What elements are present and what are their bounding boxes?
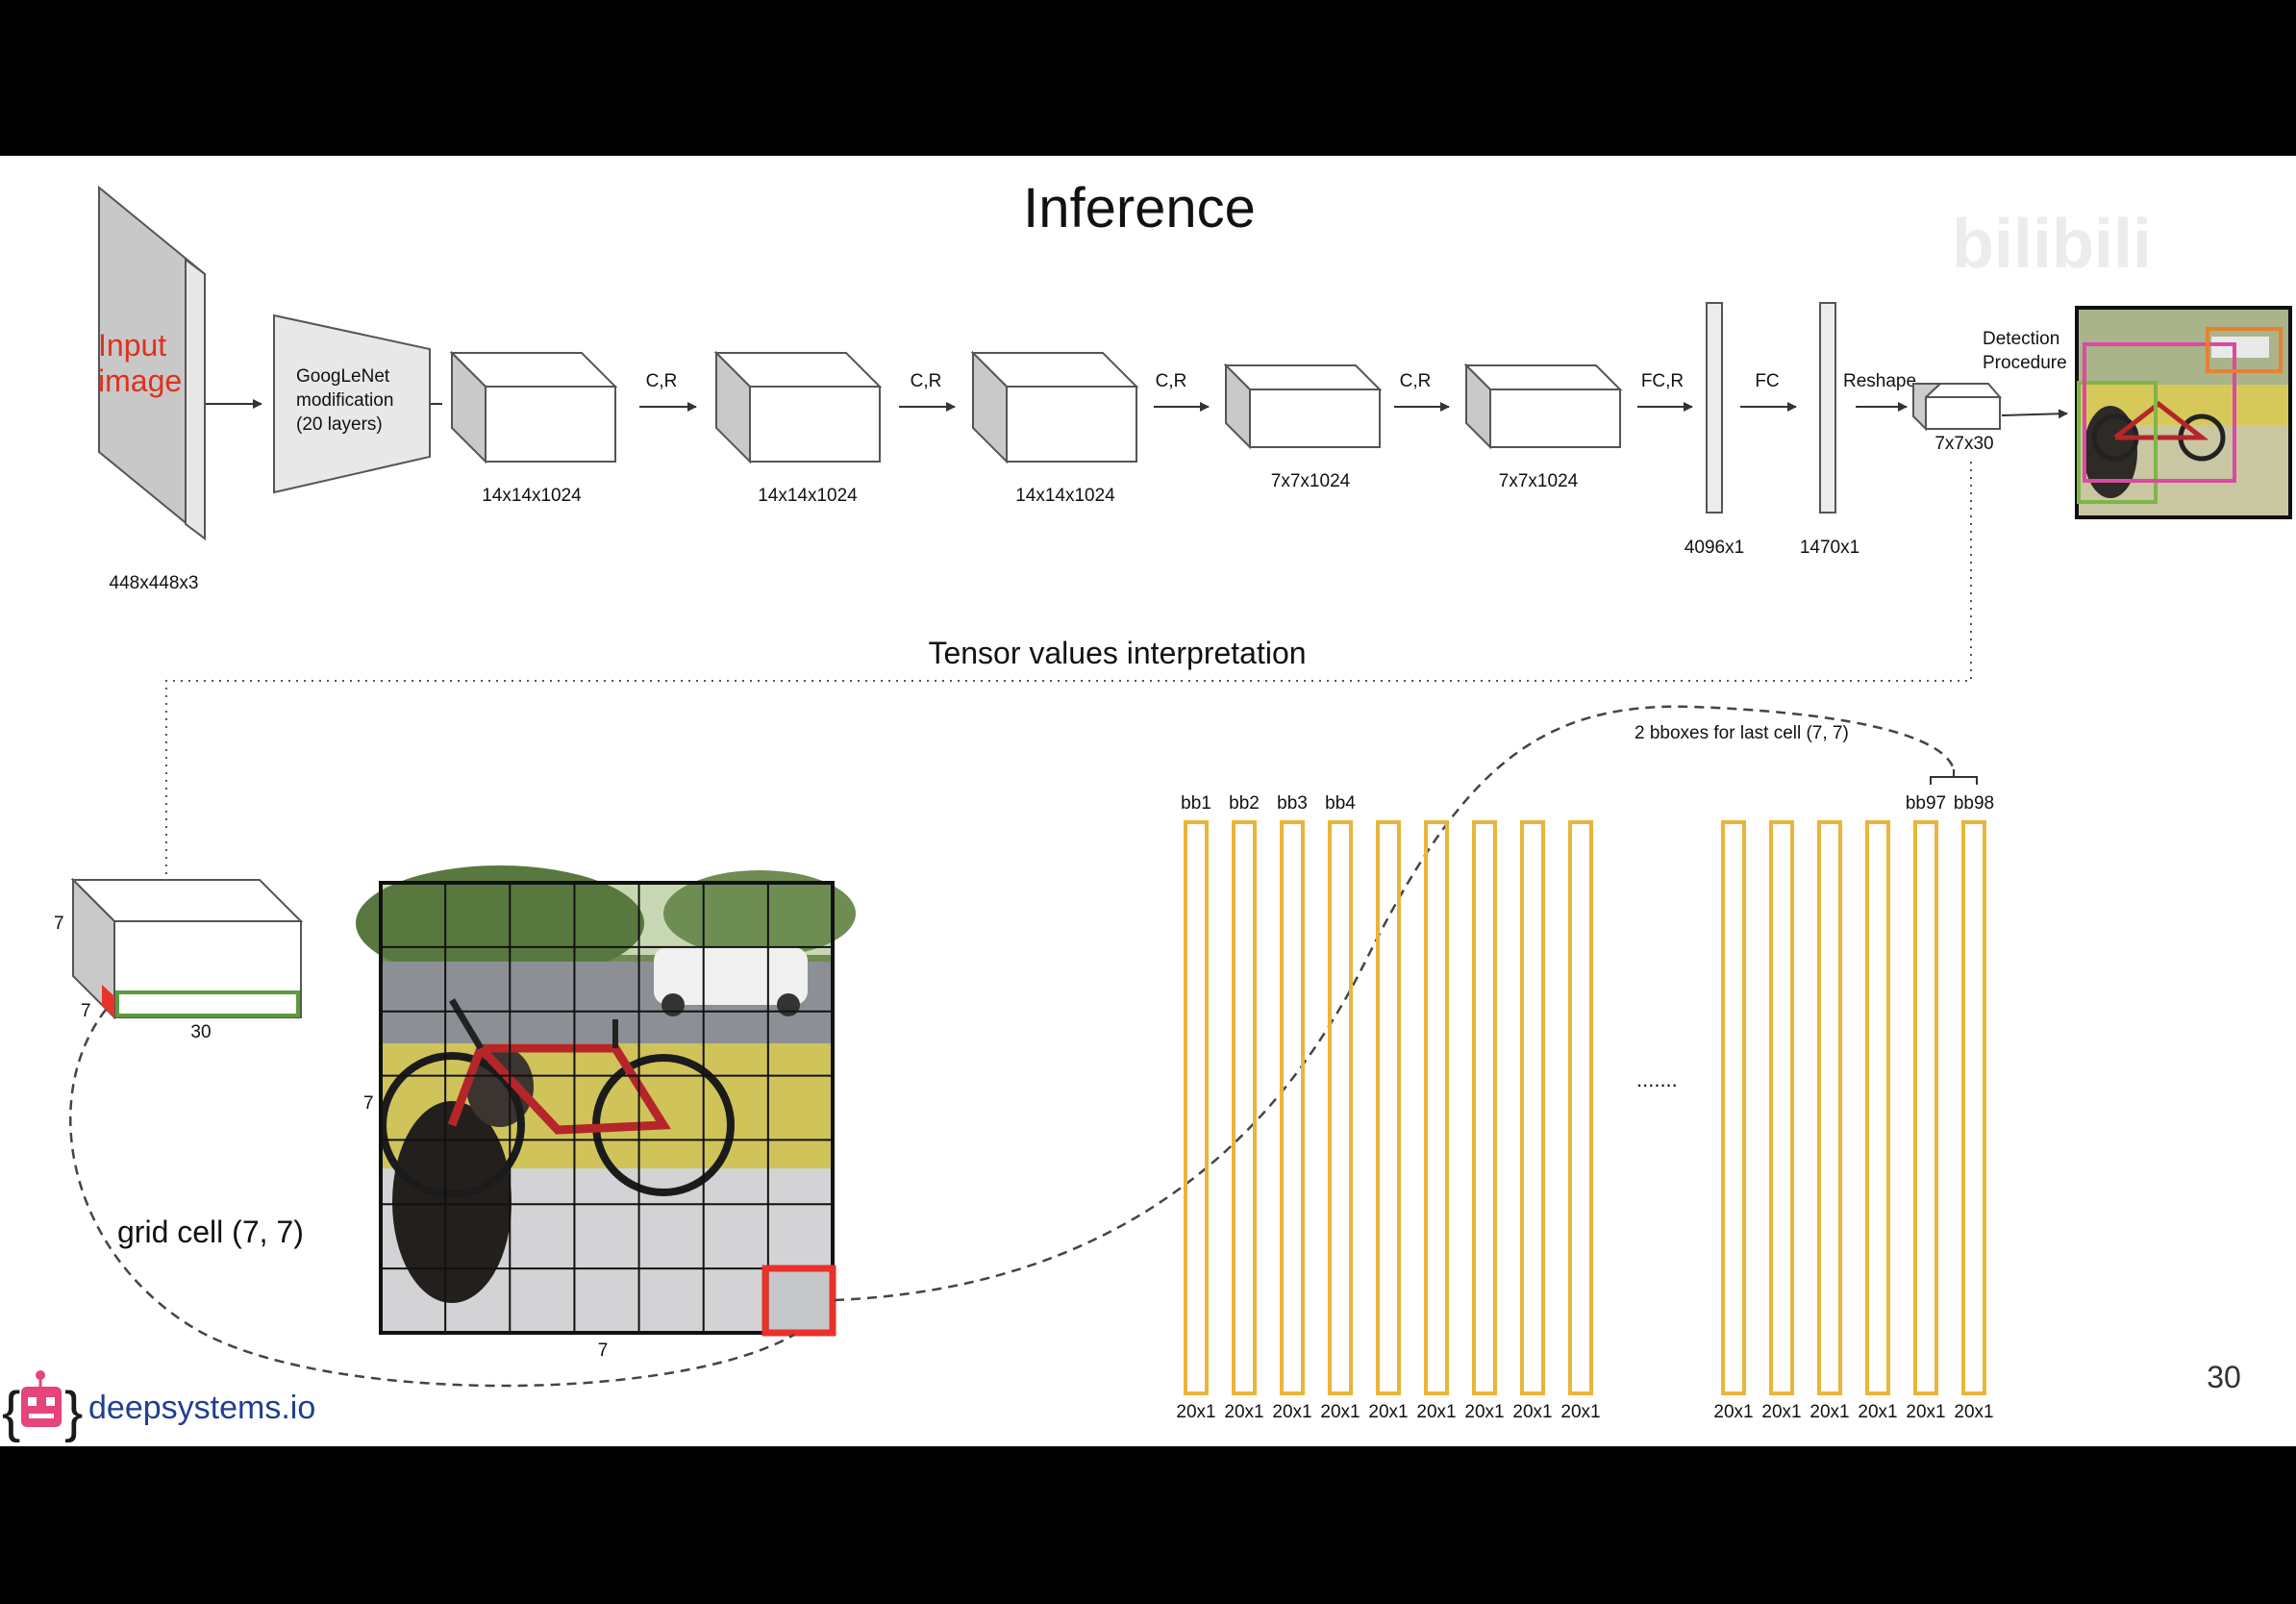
grid-left-label: 7 xyxy=(363,1093,374,1114)
dotted-connector xyxy=(165,462,1972,880)
bbox-bracket xyxy=(1930,769,1978,785)
op-label: C,R xyxy=(1400,371,1432,391)
bbox-bar xyxy=(1961,820,1986,1395)
input-image-label-2: image xyxy=(98,363,182,398)
tensor-depth-label: 7 xyxy=(81,1001,91,1021)
tensor-box xyxy=(70,877,304,1020)
bbox-bar-size: 20x1 xyxy=(1560,1402,1600,1422)
op-label: C,R xyxy=(646,371,678,391)
bbox-bar-size: 20x1 xyxy=(1512,1402,1552,1422)
bbox-bars: bb1 20x1 bb2 20x1 bb3 20x1 bb4 20x1 20x1 20x1 20x1… xyxy=(1176,793,1994,1422)
bbox-bar-size: 20x1 xyxy=(1713,1402,1753,1422)
bbox-bar-size: 20x1 xyxy=(1368,1402,1408,1422)
bbox-bar-name: bb97 xyxy=(1906,793,1946,814)
op-label: C,R xyxy=(1156,371,1187,391)
bbox-bar-size: 20x1 xyxy=(1858,1402,1897,1422)
conv-block-dims: 14x14x1024 xyxy=(758,486,858,506)
conv-blocks: 14x14x1024 14x14x1024 14x14x1024 7x7x1024 7x… xyxy=(449,350,1623,506)
bbox-bar-size: 20x1 xyxy=(1464,1402,1504,1422)
op-label: C,R xyxy=(911,371,942,391)
bbox-bar xyxy=(1769,820,1794,1395)
arrow-detection xyxy=(2001,409,2068,419)
svg-text:{: { xyxy=(2,1381,20,1443)
bbox-bar-size: 20x1 xyxy=(1176,1402,1215,1422)
bbox-bar xyxy=(1913,820,1938,1395)
reshape-box xyxy=(1912,383,2003,432)
googlenet-block xyxy=(273,313,431,494)
conv-block xyxy=(449,350,618,464)
bbox-note: 2 bboxes for last cell (7, 7) xyxy=(1635,723,1849,743)
brand-name: deepsystems.io xyxy=(88,1390,315,1426)
fc-layer-1470 xyxy=(1819,302,1836,514)
bbox-bar-name: bb2 xyxy=(1229,793,1260,814)
svg-text:}: } xyxy=(64,1381,83,1443)
input-image-slab xyxy=(98,185,206,541)
conv-block xyxy=(970,350,1139,464)
bbox-bar-size: 20x1 xyxy=(1320,1402,1360,1422)
bbox-bar xyxy=(1472,820,1497,1395)
bbox-bar xyxy=(1865,820,1890,1395)
detection-label-2: Procedure xyxy=(1983,353,2067,373)
watermark-logo: bilibili xyxy=(1952,206,2152,283)
bbox-bar-size: 20x1 xyxy=(1954,1402,1993,1422)
bbox-bar xyxy=(1232,820,1257,1395)
fc-4096-dims: 4096x1 xyxy=(1685,538,1744,558)
googlenet-label-3: (20 layers) xyxy=(296,414,383,435)
bbox-bar xyxy=(1520,820,1545,1395)
detection-label-1: Detection xyxy=(1983,329,2059,349)
reshape-dims: 7x7x30 xyxy=(1934,434,1993,454)
op-label: FC,R xyxy=(1641,371,1684,391)
robot-icon: { } xyxy=(2,1370,83,1443)
bbox-bar-name: bb4 xyxy=(1325,793,1356,814)
dashed-curve-cell-to-bars xyxy=(834,705,1956,1302)
bbox-bar xyxy=(1376,820,1401,1395)
dashed-curve-tensor-to-cell xyxy=(69,1009,795,1388)
bbox-bar xyxy=(1328,820,1353,1395)
bbox-bar-size: 20x1 xyxy=(1906,1402,1945,1422)
bbox-bar-size: 20x1 xyxy=(1272,1402,1311,1422)
bbox-bar-name: bb3 xyxy=(1277,793,1308,814)
bbox-bar xyxy=(1184,820,1209,1395)
bbox-bar xyxy=(1280,820,1305,1395)
op-labels: C,R C,R C,R C,R FC,R FC Reshape xyxy=(639,371,1916,412)
bbox-bar-name: bb1 xyxy=(1181,793,1211,814)
bbox-bar xyxy=(1817,820,1842,1395)
bars-ellipsis: ....... xyxy=(1636,1067,1678,1091)
bbox-bar-size: 20x1 xyxy=(1416,1402,1456,1422)
grid-cell-label: grid cell (7, 7) xyxy=(117,1215,304,1249)
bbox-bar xyxy=(1568,820,1593,1395)
grid-cell-highlight xyxy=(761,1265,836,1337)
detection-output-image xyxy=(2075,306,2292,519)
bbox-bar-size: 20x1 xyxy=(1224,1402,1263,1422)
tensor-height-label: 7 xyxy=(54,914,64,934)
input-dims-label: 448x448x3 xyxy=(110,573,199,593)
conv-block-dims: 7x7x1024 xyxy=(1271,471,1351,491)
grid-bottom-label: 7 xyxy=(598,1341,609,1361)
googlenet-label-2: modification xyxy=(296,390,393,411)
fc-1470-dims: 1470x1 xyxy=(1800,538,1859,558)
bbox-bar-size: 20x1 xyxy=(1761,1402,1801,1422)
conv-block xyxy=(713,350,883,464)
interpretation-title: Tensor values interpretation xyxy=(928,636,1306,670)
slide-title: Inference xyxy=(1023,177,1256,239)
conv-block xyxy=(1223,363,1383,450)
op-label: Reshape xyxy=(1843,371,1916,391)
conv-block xyxy=(1463,363,1623,450)
bbox-bar-size: 20x1 xyxy=(1809,1402,1849,1422)
bbox-bar xyxy=(1721,820,1746,1395)
googlenet-label-1: GoogLeNet xyxy=(296,366,390,387)
bbox-bar-name: bb98 xyxy=(1954,793,1994,814)
grid-photo xyxy=(356,865,856,1333)
conv-block-dims: 7x7x1024 xyxy=(1499,471,1579,491)
grid-overlay xyxy=(379,881,835,1335)
bbox-bar xyxy=(1424,820,1449,1395)
page-number: 30 xyxy=(2207,1360,2241,1394)
fc-layer-4096 xyxy=(1706,302,1723,514)
op-label: FC xyxy=(1755,371,1779,391)
tensor-width-label: 30 xyxy=(190,1022,211,1042)
conv-block-dims: 14x14x1024 xyxy=(1015,486,1115,506)
conv-block-dims: 14x14x1024 xyxy=(482,486,582,506)
input-image-label: Input xyxy=(98,328,166,363)
